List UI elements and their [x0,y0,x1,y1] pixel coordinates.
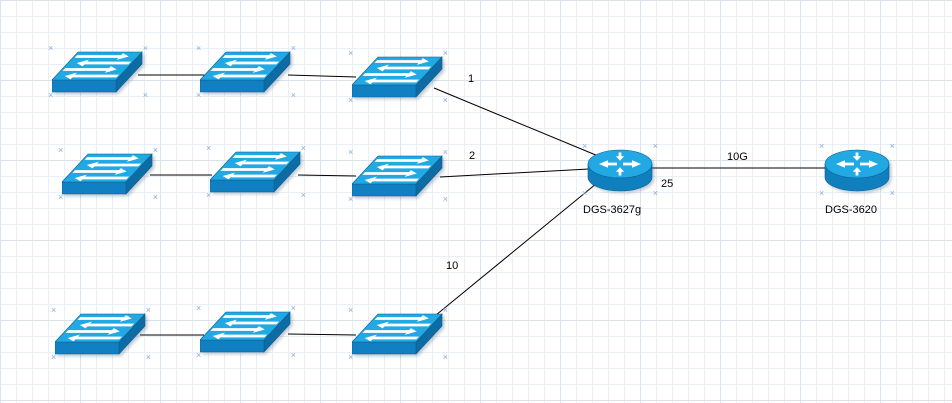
workgroup-switch-icon [200,50,292,96]
device-label-router-core[interactable]: DGS-3627g [583,204,642,216]
link-row1-sw2-sw3[interactable] [287,74,357,78]
link-label-trunk-speed[interactable]: 10G [727,151,748,163]
link-label-trunk-port[interactable]: 25 [661,178,674,190]
workgroup-switch-icon [55,312,147,358]
link-row3-uplink-to-core[interactable] [435,178,603,316]
switch-r3c1[interactable]: ×××× [51,306,151,362]
router-icon [586,148,654,194]
switch-r3c3[interactable]: ×××× [348,306,448,362]
link-row1-uplink-to-core[interactable] [433,87,604,159]
workgroup-switch-icon [352,154,444,200]
router-dgs-3627g[interactable]: ×××× [582,142,658,198]
switch-r3c2[interactable]: ×××× [196,304,296,360]
switch-r2c1[interactable]: ×××× [58,146,158,202]
link-row3-sw2-sw3[interactable] [287,333,357,336]
workgroup-switch-icon [352,55,444,101]
switch-r2c2[interactable]: ×××× [206,144,306,200]
device-label-router-upstream[interactable]: DGS-3620 [825,204,877,216]
link-row2-uplink-to-core[interactable] [439,168,590,178]
link-row2-sw2-sw3[interactable] [297,174,357,177]
link-label-uplink1[interactable]: 1 [468,73,475,85]
link-label-uplink3[interactable]: 10 [446,260,459,272]
workgroup-switch-icon [52,50,144,96]
switch-r1c3[interactable]: ×××× [348,49,448,105]
workgroup-switch-icon [210,150,302,196]
switch-r1c2[interactable]: ×××× [196,44,296,100]
workgroup-switch-icon [352,312,444,358]
switch-r1c1[interactable]: ×××× [48,44,148,100]
switch-r2c3[interactable]: ×××× [348,148,448,204]
link-label-uplink2[interactable]: 2 [469,150,476,162]
router-dgs-3620[interactable]: ×××× [819,142,895,198]
router-icon [823,148,891,194]
workgroup-switch-icon [200,310,292,356]
workgroup-switch-icon [62,152,154,198]
